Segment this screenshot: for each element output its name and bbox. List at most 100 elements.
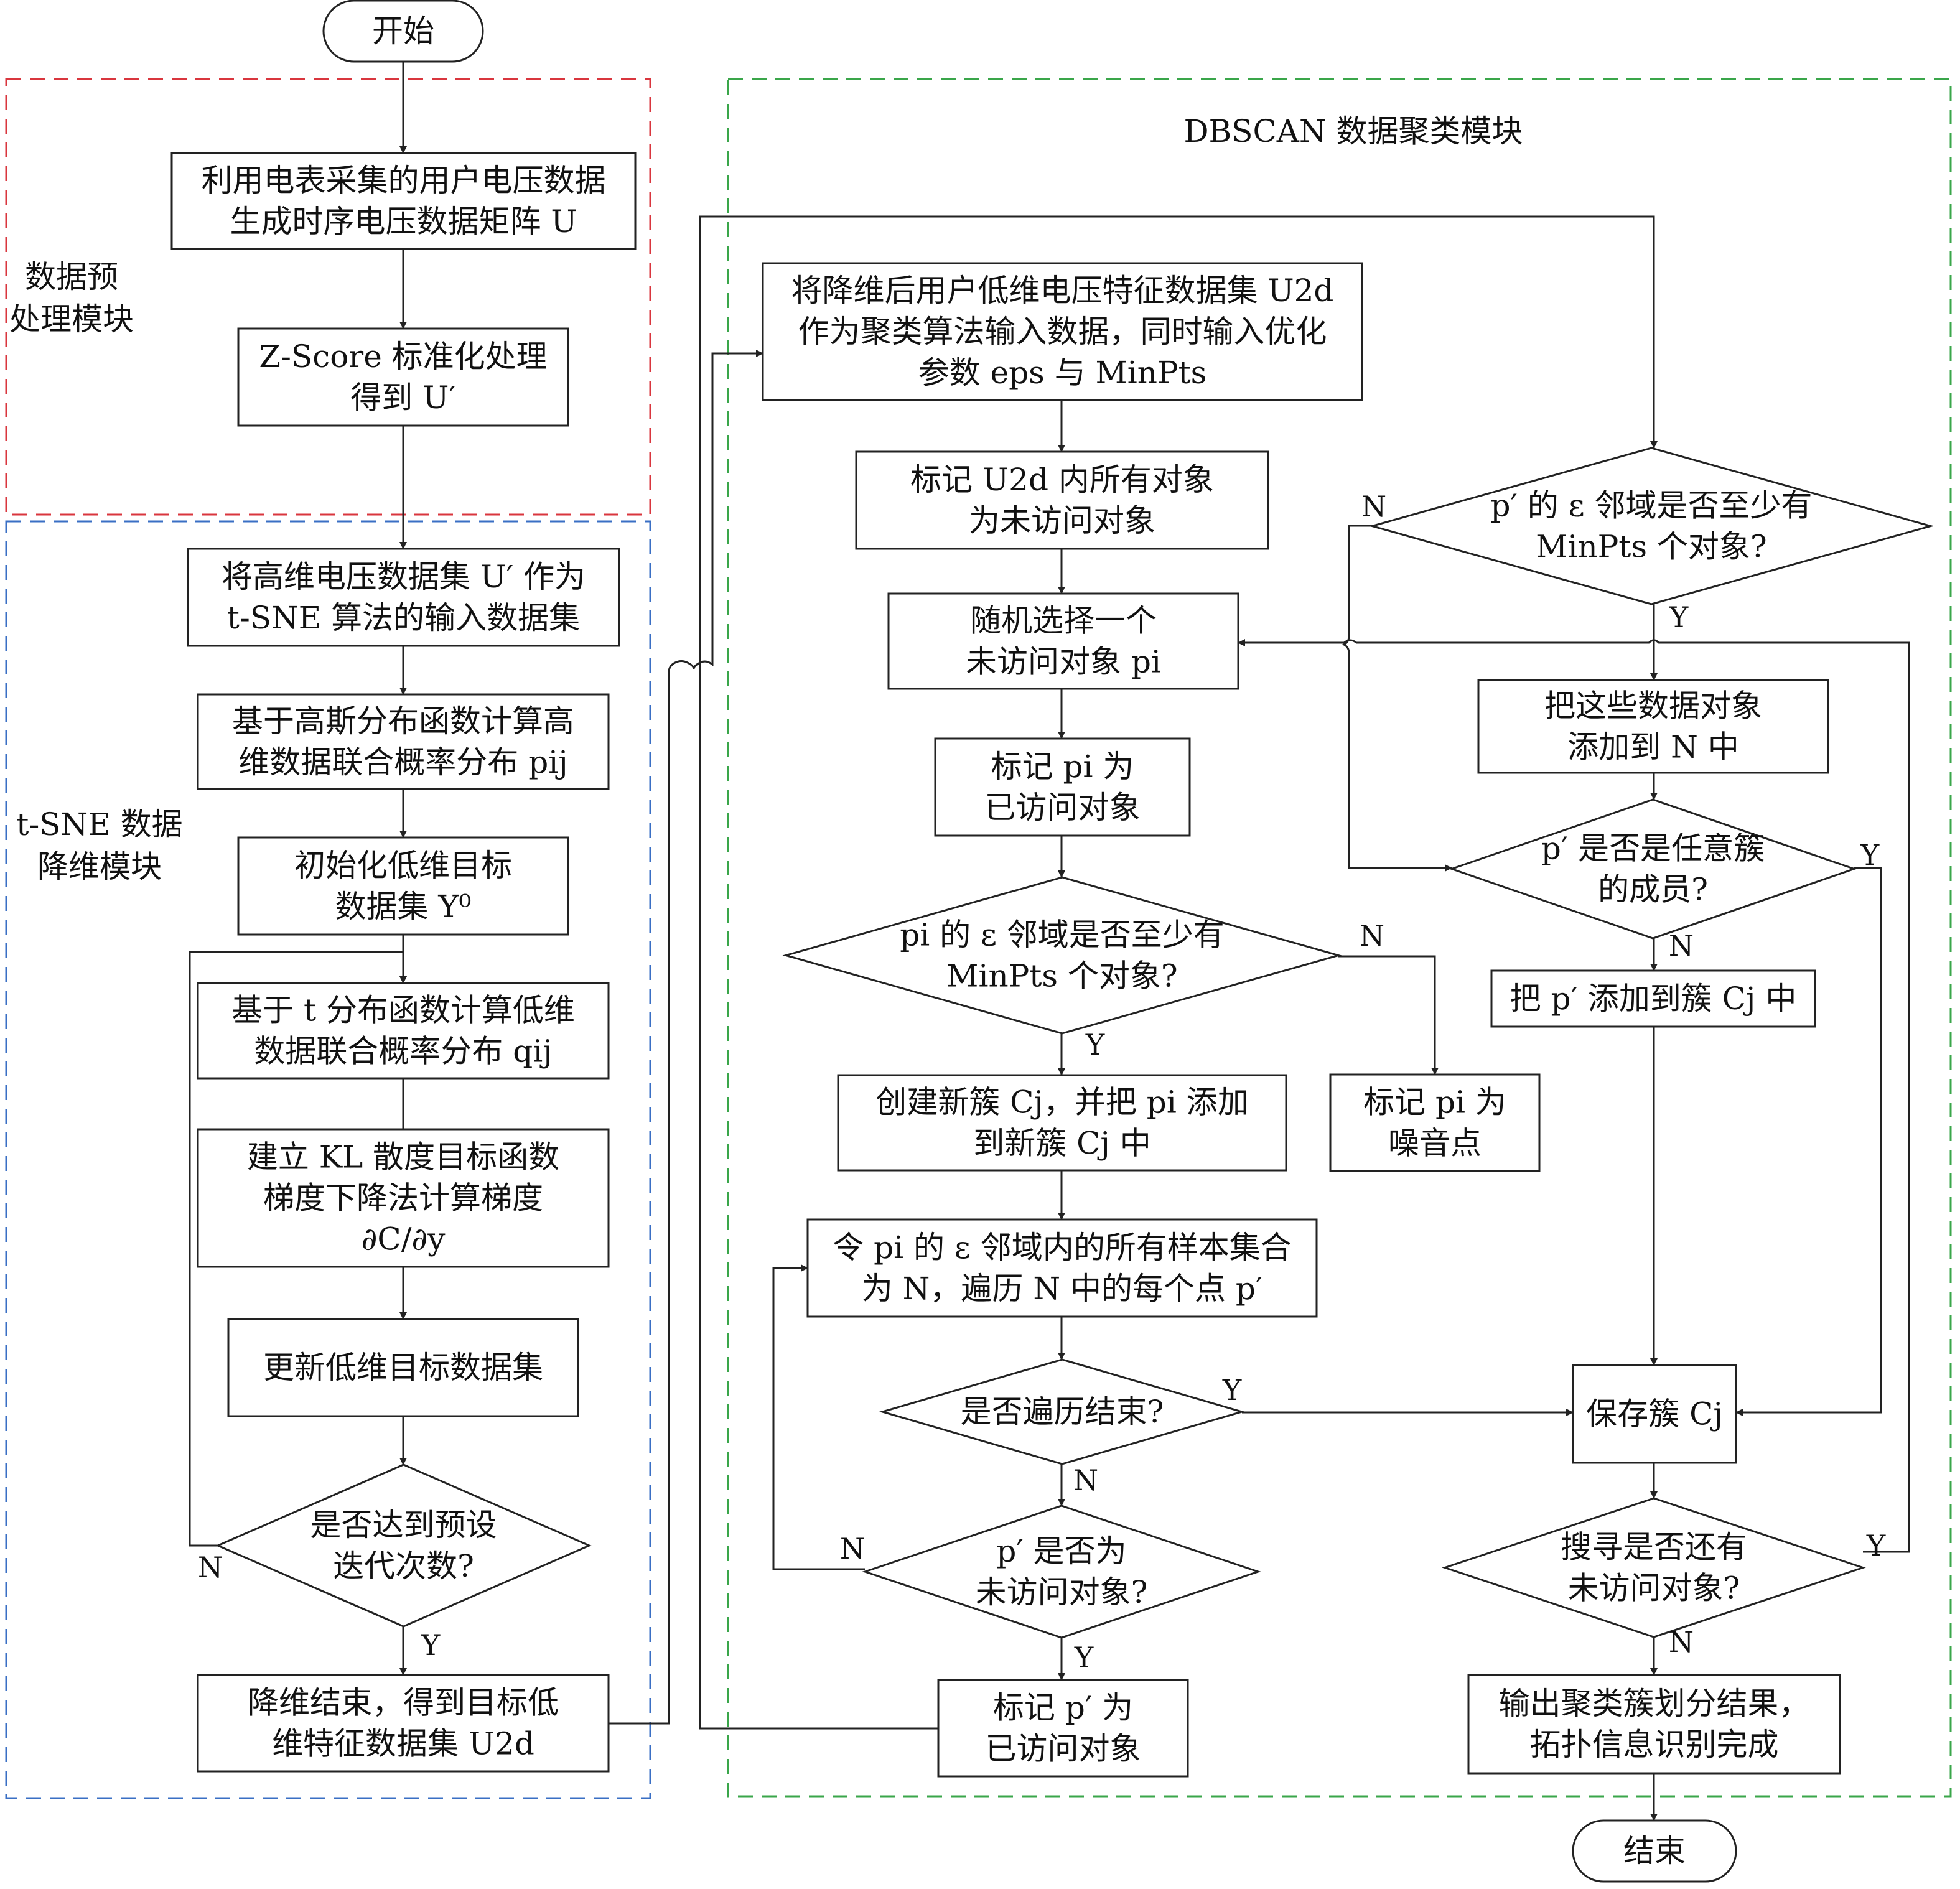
node-d8-shape	[806, 1218, 1318, 1318]
node-t5-line-2: 梯度下降法计算梯度	[263, 1180, 543, 1216]
node-t2-shape	[197, 693, 610, 790]
node-r3-line-2: 的成员?	[1598, 872, 1708, 908]
node-start: 开始	[322, 0, 484, 63]
edge-label-d5-no: N	[1360, 919, 1384, 953]
node-d1-line-1: 将降维后用户低维电压特征数据集 U2d	[791, 273, 1334, 309]
node-d1-line-2: 作为聚类算法输入数据，同时输入优化	[798, 314, 1327, 350]
node-d9-line-1: 是否遍历结束?	[961, 1394, 1164, 1430]
tsne-module-label-line2: 降维模块	[37, 849, 162, 885]
node-r3-shape	[1449, 798, 1857, 940]
node-d3-shape	[887, 592, 1239, 690]
node-t8-shape	[197, 1674, 610, 1773]
edge-label-d10-yes: Y	[1074, 1641, 1094, 1674]
edge-label-r3-no: N	[1669, 929, 1694, 963]
dbscan-module-frame	[727, 78, 1952, 1798]
node-r4-shape	[1490, 969, 1816, 1028]
node-d2-line-2: 为未访问对象	[969, 503, 1155, 539]
node-d11-line-2: 已访问对象	[986, 1731, 1141, 1767]
node-t5-shape	[197, 1128, 610, 1268]
node-t8-line-1: 降维结束，得到目标低	[248, 1685, 559, 1721]
edge-label-r6-yes: Y	[1866, 1529, 1886, 1562]
node-r3-line-1: p′ 是否是任意簇	[1541, 831, 1765, 867]
node-d5-shape	[782, 876, 1342, 1035]
node-n2-line-1: Z-Score 标准化处理	[259, 338, 547, 375]
node-r5-line-1: 保存簇 Cj	[1586, 1396, 1723, 1432]
edge-label-r1-yes: Y	[1669, 600, 1689, 634]
node-t7-shape	[215, 1463, 592, 1628]
node-r7-line-1: 输出聚类簇划分结果，	[1499, 1686, 1810, 1722]
node-d9: 是否遍历结束?	[879, 1358, 1246, 1465]
node-d2-shape	[855, 450, 1269, 550]
node-t1-line-1: 将高维电压数据集 U′ 作为	[222, 559, 586, 595]
node-r1-line-2: MinPts 个对象?	[1536, 529, 1766, 565]
node-start-shape	[322, 0, 484, 63]
node-r6-line-2: 未访问对象?	[1568, 1570, 1740, 1607]
node-end-line-1: 结束	[1623, 1833, 1686, 1869]
node-r2-shape	[1477, 679, 1829, 774]
edge-label-d9-no: N	[1073, 1463, 1098, 1497]
node-d11-shape	[937, 1679, 1189, 1778]
node-t5-line-1: 建立 KL 散度目标函数	[247, 1139, 559, 1175]
node-d5-line-1: pi 的 ε 邻域是否至少有	[900, 917, 1225, 953]
flowchart-edge-labels: N Y Y N Y N N Y N Y Y N Y N	[198, 490, 1886, 1674]
node-n1-line-2: 生成时序电压数据矩阵 U	[230, 203, 577, 240]
edge-label-r3-yes: Y	[1860, 838, 1880, 872]
node-r5: 保存簇 Cj	[1572, 1364, 1737, 1464]
node-d8-line-1: 令 pi 的 ε 邻域内的所有样本集合	[833, 1229, 1291, 1266]
node-end-shape	[1572, 1819, 1737, 1883]
node-t4-shape	[197, 982, 610, 1080]
node-d10-shape	[862, 1504, 1261, 1639]
node-n2-shape	[237, 327, 569, 427]
node-start-line-1: 开始	[372, 13, 434, 49]
node-d4-shape	[934, 737, 1191, 837]
node-d9-shape	[879, 1358, 1246, 1465]
node-d10-line-1: p′ 是否为	[996, 1533, 1126, 1569]
preprocess-module-label-line2: 处理模块	[9, 301, 134, 337]
node-r4-line-1: 把 p′ 添加到簇 Cj 中	[1510, 981, 1797, 1017]
node-t4-line-2: 数据联合概率分布 qij	[254, 1033, 552, 1070]
node-d1-line-3: 参数 eps 与 MinPts	[918, 355, 1207, 391]
node-n2-line-2: 得到 U′	[350, 380, 455, 416]
node-t1-line-2: t-SNE 算法的输入数据集	[227, 600, 580, 636]
node-r2-line-2: 添加到 N 中	[1567, 729, 1739, 765]
node-r7-shape	[1467, 1674, 1841, 1775]
node-t2-line-1: 基于高斯分布函数计算高	[232, 703, 574, 739]
preprocess-module-frame	[5, 78, 651, 516]
node-d7-line-1: 标记 pi 为	[1363, 1084, 1506, 1121]
node-end: 结束	[1572, 1819, 1737, 1883]
node-d11-line-1: 标记 p′ 为	[993, 1690, 1133, 1726]
node-r1-line-1: p′ 的 ε 邻域是否至少有	[1491, 488, 1813, 524]
node-d7-line-2: 噪音点	[1388, 1126, 1482, 1162]
tsne-module-frame	[5, 520, 651, 1799]
node-d1-shape	[762, 262, 1363, 401]
node-d5-line-2: MinPts 个对象?	[946, 958, 1177, 994]
node-d5: pi 的 ε 邻域是否至少有 MinPts 个对象?	[782, 876, 1342, 1035]
node-t2-line-2: 维数据联合概率分布 pij	[238, 744, 567, 780]
node-t3-line-1: 初始化低维目标	[294, 847, 512, 884]
node-t3-shape	[237, 836, 569, 936]
node-t3-line-2: 数据集 Y⁰	[335, 889, 472, 925]
edge-label-t7-yes: Y	[421, 1628, 441, 1662]
node-d3-line-1: 随机选择一个	[970, 603, 1157, 639]
node-n1-line-1: 利用电表采集的用户电压数据	[202, 162, 606, 198]
dbscan-module-label: DBSCAN 数据聚类模块	[1183, 113, 1523, 149]
node-r6-line-1: 搜寻是否还有	[1561, 1529, 1747, 1565]
node-r1-shape	[1368, 447, 1934, 605]
edge-label-d10-no: N	[840, 1532, 865, 1565]
